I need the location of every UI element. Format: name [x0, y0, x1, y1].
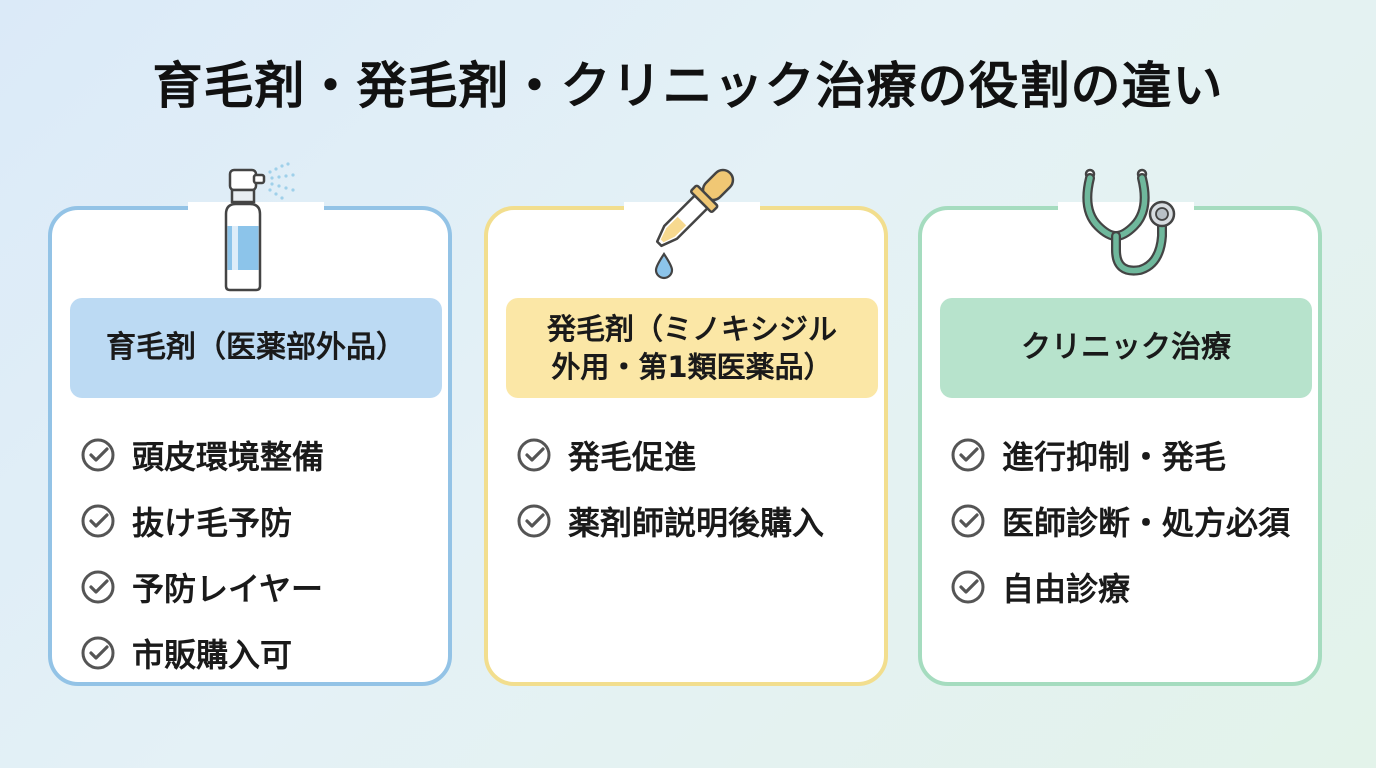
card-header: クリニック治療: [940, 298, 1312, 398]
list-item: 進行抑制・発毛: [950, 422, 1290, 488]
feature-list: 頭皮環境整備 抜け毛予防 予防レイヤー 市販購入可: [80, 422, 324, 686]
check-circle-icon: [951, 504, 985, 538]
page-title: 育毛剤・発毛剤・クリニック治療の役割の違い: [152, 57, 1224, 115]
feature-list: 発毛促進 薬剤師説明後購入: [516, 422, 824, 554]
check-circle-icon: [81, 438, 115, 472]
list-item: 医師診断・処方必須: [950, 488, 1290, 554]
stethoscope-icon: [1082, 168, 1176, 276]
check-circle-icon: [81, 570, 115, 604]
list-item: 市販購入可: [80, 620, 324, 686]
list-item: 頭皮環境整備: [80, 422, 324, 488]
card-hair-growth-medicine: 発毛剤（ミノキシジル 外用・第1類医薬品） 発毛促進 薬剤師説明後購入: [484, 168, 888, 686]
check-circle-icon: [951, 570, 985, 604]
feature-list: 進行抑制・発毛 医師診断・処方必須 自由診療: [950, 422, 1290, 620]
check-circle-icon: [81, 504, 115, 538]
list-item: 発毛促進: [516, 422, 824, 488]
check-circle-icon: [517, 504, 551, 538]
card-clinic-treatment: クリニック治療 進行抑制・発毛 医師診断・処方必須 自由診療: [918, 168, 1322, 686]
check-circle-icon: [517, 438, 551, 472]
check-circle-icon: [951, 438, 985, 472]
list-item: 抜け毛予防: [80, 488, 324, 554]
card-header: 発毛剤（ミノキシジル 外用・第1類医薬品）: [506, 298, 878, 398]
list-item: 薬剤師説明後購入: [516, 488, 824, 554]
card-header: 育毛剤（医薬部外品）: [70, 298, 442, 398]
check-circle-icon: [81, 636, 115, 670]
card-hair-growth-tonic: 育毛剤（医薬部外品） 頭皮環境整備 抜け毛予防 予防レイヤー 市販購入可: [48, 162, 452, 686]
dropper-icon: [654, 168, 735, 280]
list-item: 予防レイヤー: [80, 554, 324, 620]
spray-bottle-icon: [224, 162, 295, 292]
list-item: 自由診療: [950, 554, 1290, 620]
